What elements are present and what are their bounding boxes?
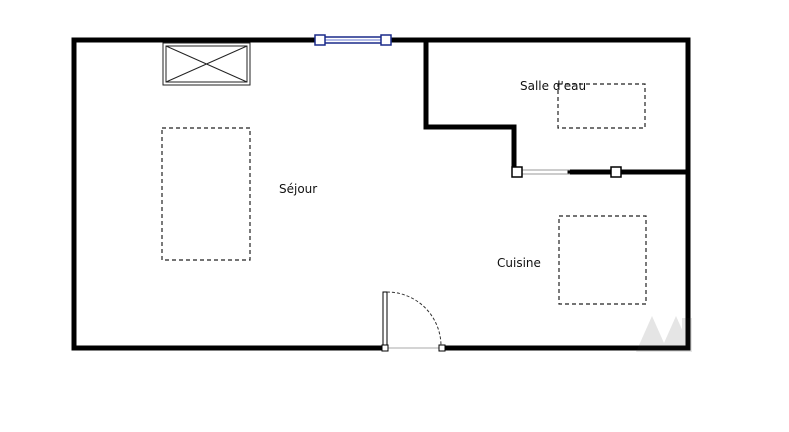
salle-deau-fixture-outline xyxy=(557,83,646,129)
window-top xyxy=(314,34,392,46)
cuisine-fixture-outline xyxy=(558,215,647,305)
bathroom-door xyxy=(511,166,622,178)
crossed-box-icon xyxy=(162,42,251,86)
sejour-table-outline xyxy=(161,127,251,261)
door-post-right xyxy=(610,166,622,178)
outer-walls xyxy=(71,37,691,351)
room-label-cuisine: Cuisine xyxy=(497,256,541,270)
inner-walls xyxy=(423,37,691,175)
room-label-sejour: Séjour xyxy=(279,182,317,196)
window-post-right xyxy=(380,34,392,46)
furniture xyxy=(161,83,647,305)
wall-salle-deau xyxy=(423,37,517,173)
door-swing-icon xyxy=(381,291,446,352)
door-post-left xyxy=(511,166,523,178)
room-label-salle-deau: Salle d'eau xyxy=(520,79,586,93)
watermark-logo xyxy=(636,316,692,352)
window-post-left xyxy=(314,34,326,46)
